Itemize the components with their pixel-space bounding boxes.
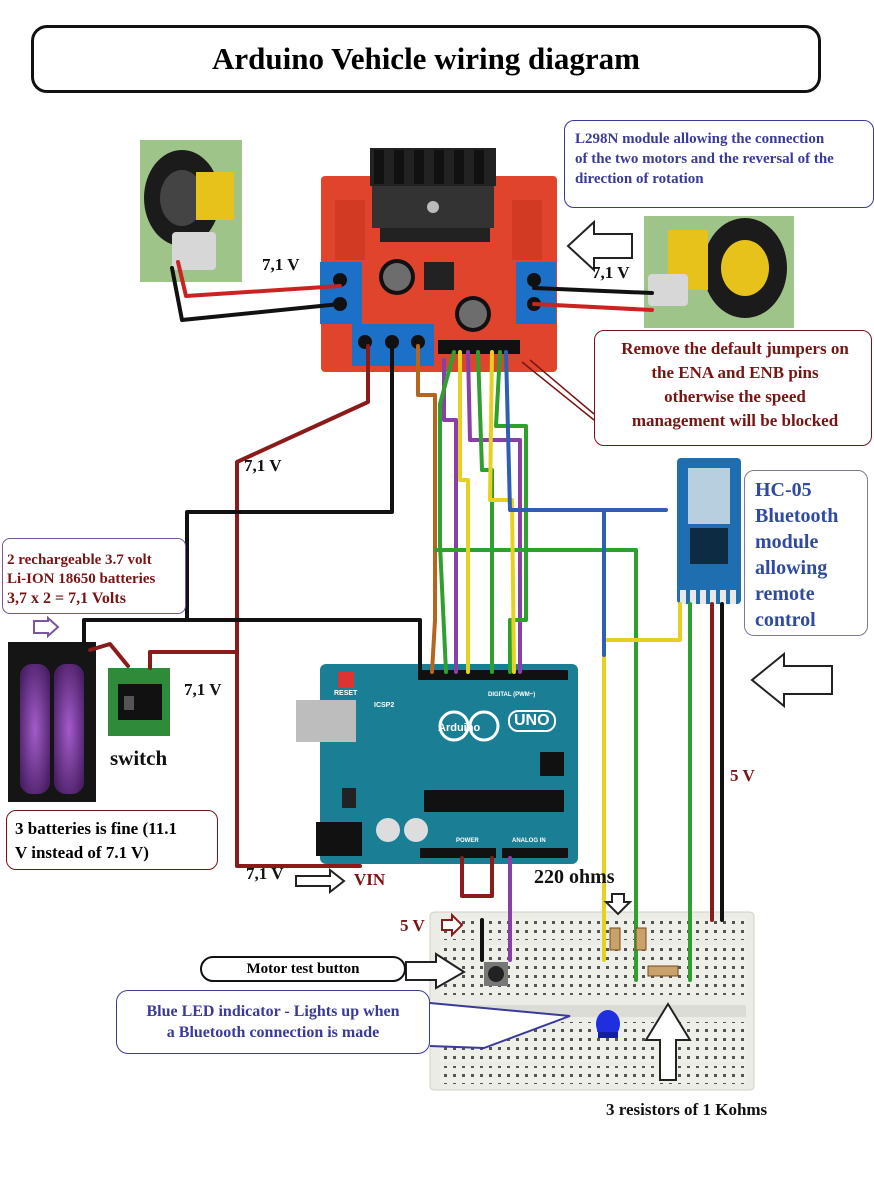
switch-image	[108, 668, 170, 736]
batteries-note-line: Li-ION 18650 batteries	[7, 571, 156, 587]
vin-label: VIN	[354, 870, 386, 889]
voltage-label: 5 V	[400, 916, 425, 935]
hc05-note-line: HC-05	[755, 479, 812, 501]
hc05-note-line: allowing	[755, 557, 828, 579]
led-note: Blue LED indicator - Lights up when a Bl…	[116, 990, 430, 1054]
hc05-note-line: remote	[755, 583, 815, 605]
hc05-note: HC-05 Bluetooth module allowing remote c…	[744, 470, 868, 636]
voltage-label: 5 V	[730, 766, 755, 785]
l298n-note-line: direction of rotation	[575, 171, 704, 187]
arrow-outline	[33, 219, 833, 1081]
voltage-label: 7,1 V	[244, 456, 282, 475]
voltage-label: 7,1 V	[184, 680, 222, 699]
motor-wheel-image	[140, 140, 242, 282]
batteries-note-line: 2 rechargeable 3.7 volt	[7, 552, 152, 568]
battery-pack-image	[8, 642, 96, 802]
batteries-alt-line: 3 batteries is fine (11.1	[15, 819, 177, 838]
switch-label: switch	[110, 746, 168, 770]
jumpers-note-line: otherwise the speed	[664, 387, 806, 406]
jumpers-note-line: management will be blocked	[631, 411, 839, 430]
resistor-1k-label: 3 resistors of 1 Kohms	[606, 1100, 768, 1119]
hc05-note-line: control	[755, 609, 816, 631]
hc05-module-image	[677, 458, 741, 604]
jumpers-note: Remove the default jumpers on the ENA an…	[594, 330, 872, 446]
power-text: POWER	[456, 838, 479, 844]
hc05-note-line: Bluetooth	[755, 505, 839, 527]
motor-wheel-image	[644, 216, 794, 328]
led-callout-arrow	[429, 1002, 571, 1050]
batteries-alt-note: 3 batteries is fine (11.1 V instead of 7…	[6, 810, 218, 870]
push-button-image	[484, 962, 508, 986]
jumpers-note-line: Remove the default jumpers on	[621, 339, 849, 358]
led-note-line: Blue LED indicator - Lights up when	[146, 1003, 400, 1020]
jumpers-note-line: the ENA and ENB pins	[651, 363, 819, 382]
reset-text: RESET	[334, 690, 358, 697]
icsp-text: ICSP2	[374, 702, 395, 709]
analog-text: ANALOG IN	[512, 838, 546, 844]
batteries-note-line: 3,7 x 2 = 7,1 Volts	[7, 590, 126, 607]
arduino-model-text: UNO	[508, 710, 556, 732]
hc05-note-line: module	[755, 531, 819, 553]
batteries-note: 2 rechargeable 3.7 volt Li-ION 18650 bat…	[2, 538, 186, 614]
l298n-note-line: of the two motors and the reversal of th…	[575, 151, 834, 167]
l298n-note-line: L298N module allowing the connection	[575, 131, 825, 147]
batteries-alt-line: V instead of 7.1 V)	[15, 843, 149, 862]
led-image	[596, 1010, 620, 1038]
digital-text: DIGITAL (PWM~)	[488, 692, 536, 698]
arduino-brand-text: Arduino	[438, 722, 481, 734]
voltage-label: 7,1 V	[262, 255, 300, 274]
resistor-image	[609, 927, 679, 977]
l298n-note: L298N module allowing the connection of …	[564, 120, 874, 208]
led-note-line: a Bluetooth connection is made	[166, 1024, 380, 1041]
voltage-label: 7,1 V	[592, 263, 630, 282]
motor-button-note: Motor test button	[200, 956, 406, 982]
breadboard-image	[429, 911, 755, 1091]
page-title: Arduino Vehicle wiring diagram	[31, 25, 821, 93]
l298n-board-image	[320, 148, 557, 372]
voltage-label: 7,1 V	[246, 864, 284, 883]
resistor-220-label: 220 ohms	[534, 866, 615, 888]
